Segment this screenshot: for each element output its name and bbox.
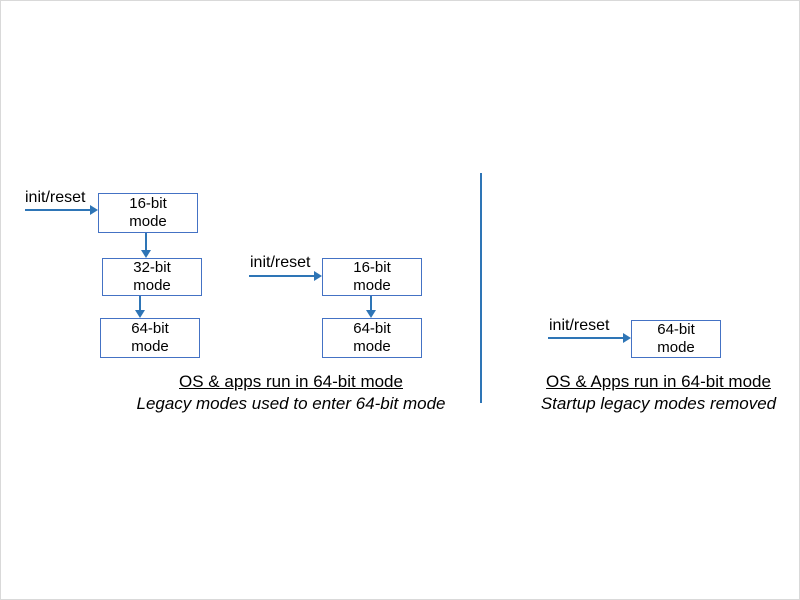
middle-init-reset-label: init/reset — [250, 254, 311, 271]
right-init-reset-label: init/reset — [549, 317, 610, 334]
middle-box-64bit-line1: 64-bit — [353, 320, 391, 337]
left-caption: OS & apps run in 64-bit mode Legacy mode… — [111, 371, 471, 415]
middle-box-64bit-line2: mode — [353, 338, 391, 355]
middle-box-16bit-line1: 16-bit — [353, 259, 391, 276]
right-init-arrow-line — [548, 337, 623, 339]
left-arrow-16to32-line — [145, 233, 147, 251]
left-arrow-32to64-line — [139, 296, 141, 311]
left-init-reset-label: init/reset — [25, 189, 86, 206]
left-box-16bit-line2: mode — [129, 213, 167, 230]
left-caption-line2: Legacy modes used to enter 64-bit mode — [136, 394, 446, 413]
left-box-64bit-line2: mode — [131, 338, 169, 355]
right-init-arrow-head-icon — [623, 333, 631, 343]
right-caption-line2: Startup legacy modes removed — [540, 394, 777, 413]
left-box-16bit-line1: 16-bit — [129, 195, 167, 212]
right-box-64bit: 64-bit mode — [631, 320, 721, 358]
middle-arrow-16to64-head-icon — [366, 310, 376, 318]
section-divider-line — [480, 173, 482, 403]
left-arrow-32to64-head-icon — [135, 310, 145, 318]
right-box-64bit-line2: mode — [657, 339, 695, 356]
left-init-arrow-line — [25, 209, 90, 211]
left-box-32bit-line2: mode — [133, 277, 171, 294]
middle-init-arrow-line — [249, 275, 314, 277]
middle-box-64bit: 64-bit mode — [322, 318, 422, 358]
left-box-32bit-line1: 32-bit — [133, 259, 171, 276]
middle-init-arrow-head-icon — [314, 271, 322, 281]
right-box-64bit-line1: 64-bit — [657, 321, 695, 338]
left-box-64bit-line1: 64-bit — [131, 320, 169, 337]
left-box-64bit: 64-bit mode — [100, 318, 200, 358]
left-box-16bit: 16-bit mode — [98, 193, 198, 233]
middle-arrow-16to64-line — [370, 296, 372, 311]
left-caption-line1: OS & apps run in 64-bit mode — [179, 372, 403, 391]
right-caption: OS & Apps run in 64-bit mode Startup leg… — [516, 371, 799, 415]
left-box-32bit: 32-bit mode — [102, 258, 202, 296]
right-caption-line1: OS & Apps run in 64-bit mode — [546, 372, 771, 391]
left-init-arrow-head-icon — [90, 205, 98, 215]
left-arrow-16to32-head-icon — [141, 250, 151, 258]
middle-box-16bit: 16-bit mode — [322, 258, 422, 296]
middle-box-16bit-line2: mode — [353, 277, 391, 294]
